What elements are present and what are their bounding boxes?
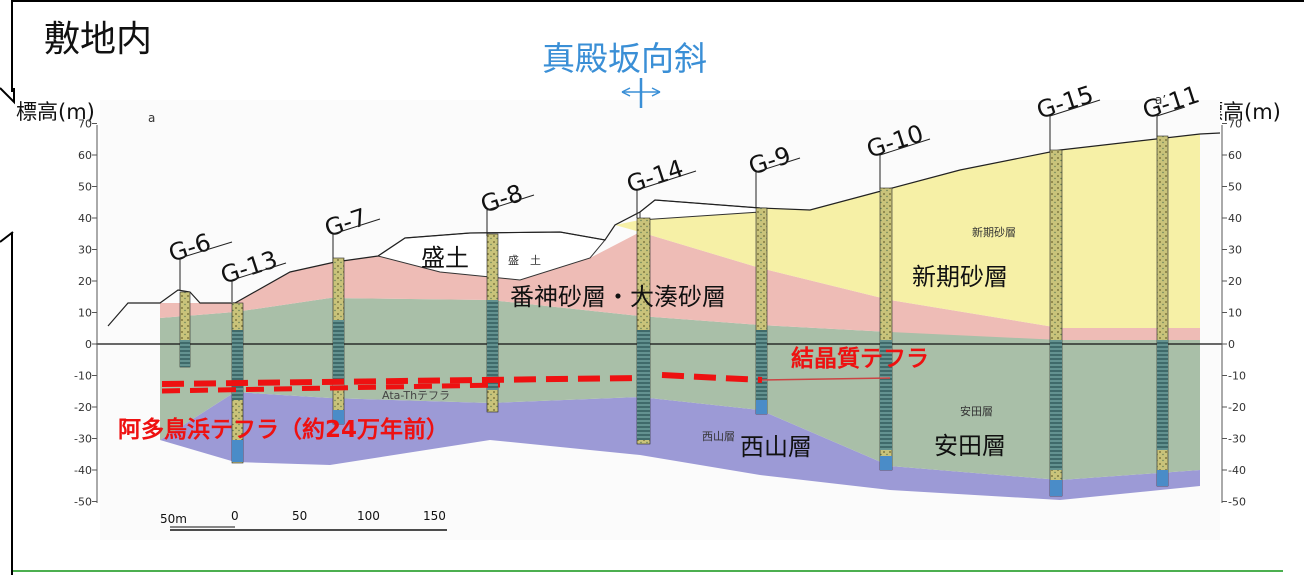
borehole-G-6 bbox=[179, 258, 191, 368]
elevation-tick-label: -20 bbox=[1228, 401, 1246, 414]
elevation-tick-label: 40 bbox=[1228, 212, 1242, 225]
syncline-symbol bbox=[621, 78, 661, 108]
ata-th-tephra-label: 阿多鳥浜テフラ（約24万年前） bbox=[118, 416, 449, 443]
elevation-tick-label: 50 bbox=[1228, 181, 1242, 194]
section-end-label: a’ bbox=[1155, 93, 1166, 107]
corner-mark bbox=[0, 87, 15, 105]
borehole-G-10 bbox=[879, 155, 893, 471]
page-title: 敷地内 bbox=[44, 19, 153, 60]
elevation-tick-label: 20 bbox=[78, 275, 92, 288]
crystalline-tephra-line bbox=[661, 372, 763, 383]
bankami-ominato-label: 番神砂層・大湊砂層 bbox=[510, 283, 726, 311]
elevation-tick-label: 30 bbox=[78, 244, 92, 257]
fill-label: 盛土 bbox=[421, 244, 469, 272]
scale-bar-label-3: 50 bbox=[292, 509, 307, 523]
shinki-sand-small-label: 新期砂層 bbox=[972, 225, 1016, 239]
section-start-label: a bbox=[148, 111, 155, 125]
borehole-G-9 bbox=[755, 172, 768, 415]
ata-th-small-label: Ata-Thテフラ bbox=[382, 389, 450, 402]
yasuda-label: 安田層 bbox=[934, 432, 1006, 460]
elevation-tick-label: 40 bbox=[78, 212, 92, 225]
elevation-tick-label: -20 bbox=[74, 401, 92, 414]
elevation-tick-label: 70 bbox=[1228, 118, 1242, 131]
elevation-tick-label: -50 bbox=[1228, 496, 1246, 509]
frame-left-line-upper bbox=[11, 0, 13, 92]
elevation-tick-label: 0 bbox=[1228, 338, 1235, 351]
borehole-G-8 bbox=[486, 210, 499, 413]
bankami-ominato-layer bbox=[160, 232, 1200, 340]
elevation-tick-label: -10 bbox=[74, 370, 92, 383]
elevation-tick-label: 10 bbox=[78, 307, 92, 320]
elevation-tick-label: -30 bbox=[74, 433, 92, 446]
elevation-tick-label: -50 bbox=[74, 496, 92, 509]
fill-small-label: 盛 土 bbox=[508, 253, 541, 267]
scale-bar-label-4: 100 bbox=[357, 509, 380, 523]
borehole-G-11 bbox=[1156, 116, 1169, 487]
right-axis-ticks: 70 60 50 40 30 20 10 0 -10 -20 -30 -40 -50 bbox=[1222, 118, 1246, 509]
elevation-tick-label: 50 bbox=[78, 181, 92, 194]
left-axis-ticks: 70 60 50 40 30 20 10 0 -10 -20 -30 -40 -50 bbox=[74, 118, 97, 509]
elevation-tick-label: 20 bbox=[1228, 275, 1242, 288]
scale-bar-label-2: 0 bbox=[231, 509, 239, 523]
elevation-tick-label: -30 bbox=[1228, 433, 1246, 446]
borehole-G-15 bbox=[1049, 116, 1063, 497]
elevation-tick-label: 0 bbox=[85, 338, 92, 351]
bottom-rule bbox=[13, 570, 1283, 572]
left-bracket-mark bbox=[0, 231, 14, 243]
ground-surface bbox=[107, 132, 1221, 327]
ata-th-tephra-line-upper bbox=[161, 382, 501, 394]
crystalline-tephra-label: 結晶質テフラ bbox=[791, 345, 929, 372]
elevation-tick-label: -40 bbox=[74, 464, 92, 477]
nishiyama-label: 西山層 bbox=[740, 433, 812, 461]
nishiyama-small-label: 西山層 bbox=[702, 430, 735, 443]
elevation-tick-label: -40 bbox=[1228, 464, 1246, 477]
syncline-label: 真殿坂向斜 bbox=[542, 39, 707, 78]
crystalline-tephra-line-thin bbox=[761, 377, 891, 381]
nishiyama-layer bbox=[160, 392, 1200, 500]
scale-bar-label-5: 150 bbox=[423, 509, 446, 523]
elevation-tick-label: 60 bbox=[1228, 149, 1242, 162]
elevation-tick-label: 70 bbox=[78, 118, 92, 131]
shinki-sand-label: 新期砂層 bbox=[912, 263, 1008, 291]
borehole-G-7 bbox=[332, 234, 345, 425]
frame-left-line-lower bbox=[11, 233, 13, 575]
elevation-label-left: 標高(m) bbox=[16, 100, 95, 124]
elevation-tick-label: 60 bbox=[78, 149, 92, 162]
yasuda-small-label: 安田層 bbox=[960, 404, 993, 418]
borehole-G-14 bbox=[636, 190, 651, 445]
elevation-tick-label: -10 bbox=[1228, 370, 1246, 383]
frame-top-line bbox=[11, 0, 1304, 2]
scale-bar: 50m 0 50 100 150 bbox=[160, 509, 447, 531]
scale-bar-label-1: 50m bbox=[160, 512, 187, 526]
ata-th-tephra-line bbox=[161, 375, 641, 387]
elevation-tick-label: 30 bbox=[1228, 244, 1242, 257]
elevation-tick-label: 10 bbox=[1228, 307, 1242, 320]
